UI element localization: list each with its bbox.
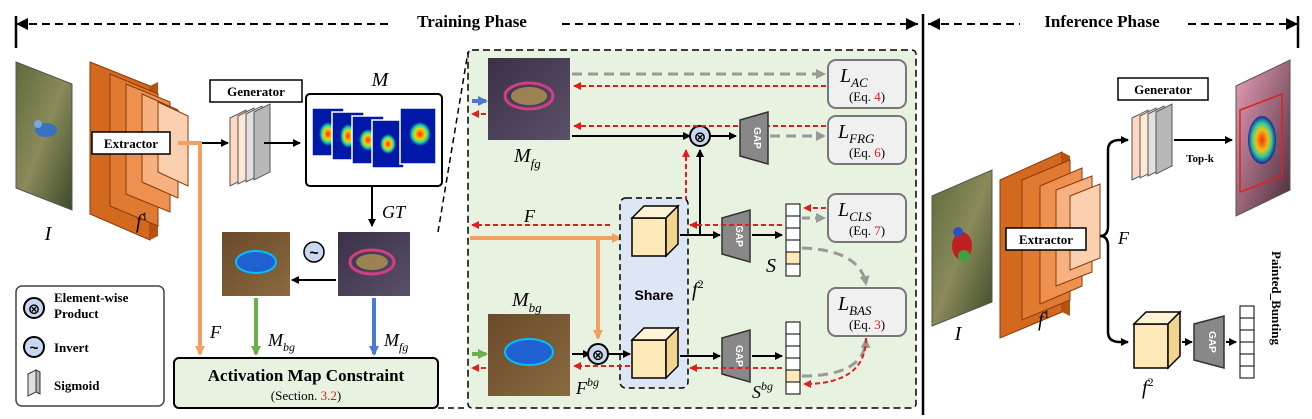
inference-f2-label: f2 <box>1142 375 1154 399</box>
invert-icon <box>303 241 325 263</box>
svg-text:GAP: GAP <box>733 225 744 247</box>
loss-bas-box: LBAS (Eq. 3) <box>827 287 907 337</box>
mbg-label-left: Mbg <box>267 330 295 354</box>
inference-output-heatmap <box>1235 59 1291 217</box>
inference-f1-label: f1 <box>1038 307 1050 331</box>
loss-frg-box: LFRG (Eq. 6) <box>827 115 907 165</box>
inference-generator-network <box>1131 103 1173 181</box>
svg-text:LBAS: LBAS <box>837 293 872 318</box>
svg-text:⊗: ⊗ <box>694 129 707 146</box>
svg-text:~: ~ <box>30 340 39 357</box>
legend-product-line1: Element-wise <box>54 290 129 305</box>
inference-f-label: F <box>1117 228 1130 248</box>
svg-text:(Eq. 6): (Eq. 6) <box>849 145 885 160</box>
gap-middle: GAP <box>721 209 751 263</box>
extractor-label: Extractor <box>104 136 158 151</box>
inference-phase-title: Inference Phase <box>1044 12 1160 31</box>
mfg-label-left: Mfg <box>383 330 408 354</box>
arrow-gray-sbg-lbas <box>801 338 871 378</box>
inference-input-image <box>931 169 993 327</box>
mbg-label-panel: Mbg <box>511 289 542 315</box>
mbg-image-left <box>222 232 290 296</box>
legend-product-line2: Product <box>54 306 99 321</box>
arrow-inference-down <box>1099 234 1129 346</box>
training-phase-header: Training Phase <box>14 10 918 48</box>
f1-label: f1 <box>136 209 148 233</box>
f-label-panel: F <box>523 206 536 226</box>
sbg-label: Sbg <box>752 379 773 402</box>
extractor-box <box>91 131 171 155</box>
svg-text:LAC: LAC <box>839 65 868 90</box>
activation-map-stack <box>311 107 437 169</box>
product-legend-icon <box>23 297 45 319</box>
s-vector <box>785 203 801 277</box>
svg-text:GAP: GAP <box>733 345 744 367</box>
loss-ac-box: LAC (Eq. 4) <box>827 59 907 109</box>
svg-text:(Eq. 3): (Eq. 3) <box>849 317 885 332</box>
legend-sigmoid: Sigmoid <box>54 378 100 393</box>
f2-label-panel: f2 <box>692 277 704 301</box>
f2-cube-bottom <box>630 326 680 380</box>
legend-invert: Invert <box>54 340 89 355</box>
topk-label: Top-k <box>1186 153 1215 165</box>
inference-f2-cube <box>1132 310 1182 370</box>
f2-cube-top <box>630 204 680 258</box>
inference-score-vector <box>1239 305 1255 379</box>
inference-phase-header: Inference Phase <box>928 10 1300 48</box>
share-label: Share <box>635 287 674 303</box>
gap-top: GAP <box>739 111 769 165</box>
svg-text:LCLS: LCLS <box>837 199 872 224</box>
constraint-ref: (Section. 3.2) <box>271 388 341 403</box>
input-label-i: I <box>44 223 53 245</box>
svg-text:LFRG: LFRG <box>837 121 875 146</box>
zoom-line-top <box>437 51 469 233</box>
inference-extractor-label: Extractor <box>1019 232 1073 247</box>
inference-generator-box <box>1117 77 1209 101</box>
training-phase-title: Training Phase <box>417 12 527 31</box>
gap-bottom: GAP <box>721 329 751 383</box>
generator-box <box>209 79 303 103</box>
gt-label: GT <box>382 202 407 222</box>
fbg-label: Fbg <box>575 375 599 398</box>
constraint-title: Activation Map Constraint <box>208 366 405 385</box>
generator-network <box>229 103 271 187</box>
arrow-inference-up <box>1099 136 1129 238</box>
generator-label: Generator <box>227 84 285 99</box>
activation-map-constraint-box <box>173 357 439 409</box>
sbg-vector <box>785 321 801 395</box>
svg-text:(Eq. 7): (Eq. 7) <box>849 223 885 238</box>
inference-input-label: I <box>954 323 963 345</box>
arrow-gray-s-lbas <box>801 246 870 286</box>
svg-text:GAP: GAP <box>751 127 762 149</box>
inference-generator-label: Generator <box>1134 82 1192 97</box>
m-label: M <box>371 69 390 91</box>
detail-panel <box>467 49 917 409</box>
extractor-network <box>89 61 189 241</box>
svg-text:~: ~ <box>309 245 318 262</box>
mfg-image-panel <box>488 58 570 140</box>
invert-legend-icon <box>23 336 45 358</box>
legend-box <box>15 285 165 407</box>
inference-extractor-box <box>1005 227 1087 251</box>
svg-text:⊗: ⊗ <box>28 301 41 318</box>
mbg-image-panel <box>488 314 570 396</box>
mfg-label-panel: Mfg <box>513 145 541 171</box>
svg-text:(Eq. 4): (Eq. 4) <box>849 89 885 104</box>
inference-gap: GAP <box>1193 315 1225 369</box>
svg-text:GAP: GAP <box>1206 331 1217 353</box>
sigmoid-legend-icon <box>27 369 41 397</box>
arrow-red-lbas <box>803 337 867 388</box>
training-input-image <box>15 61 73 211</box>
loss-cls-box: LCLS (Eq. 7) <box>827 193 907 243</box>
class-name-label: Painted_Bunting <box>1269 251 1284 345</box>
mfg-image-left <box>338 232 410 296</box>
f-label-left: F <box>209 322 222 342</box>
svg-text:⊗: ⊗ <box>592 347 605 364</box>
s-label: S <box>766 255 776 277</box>
arrow-f-constraint <box>178 141 205 356</box>
